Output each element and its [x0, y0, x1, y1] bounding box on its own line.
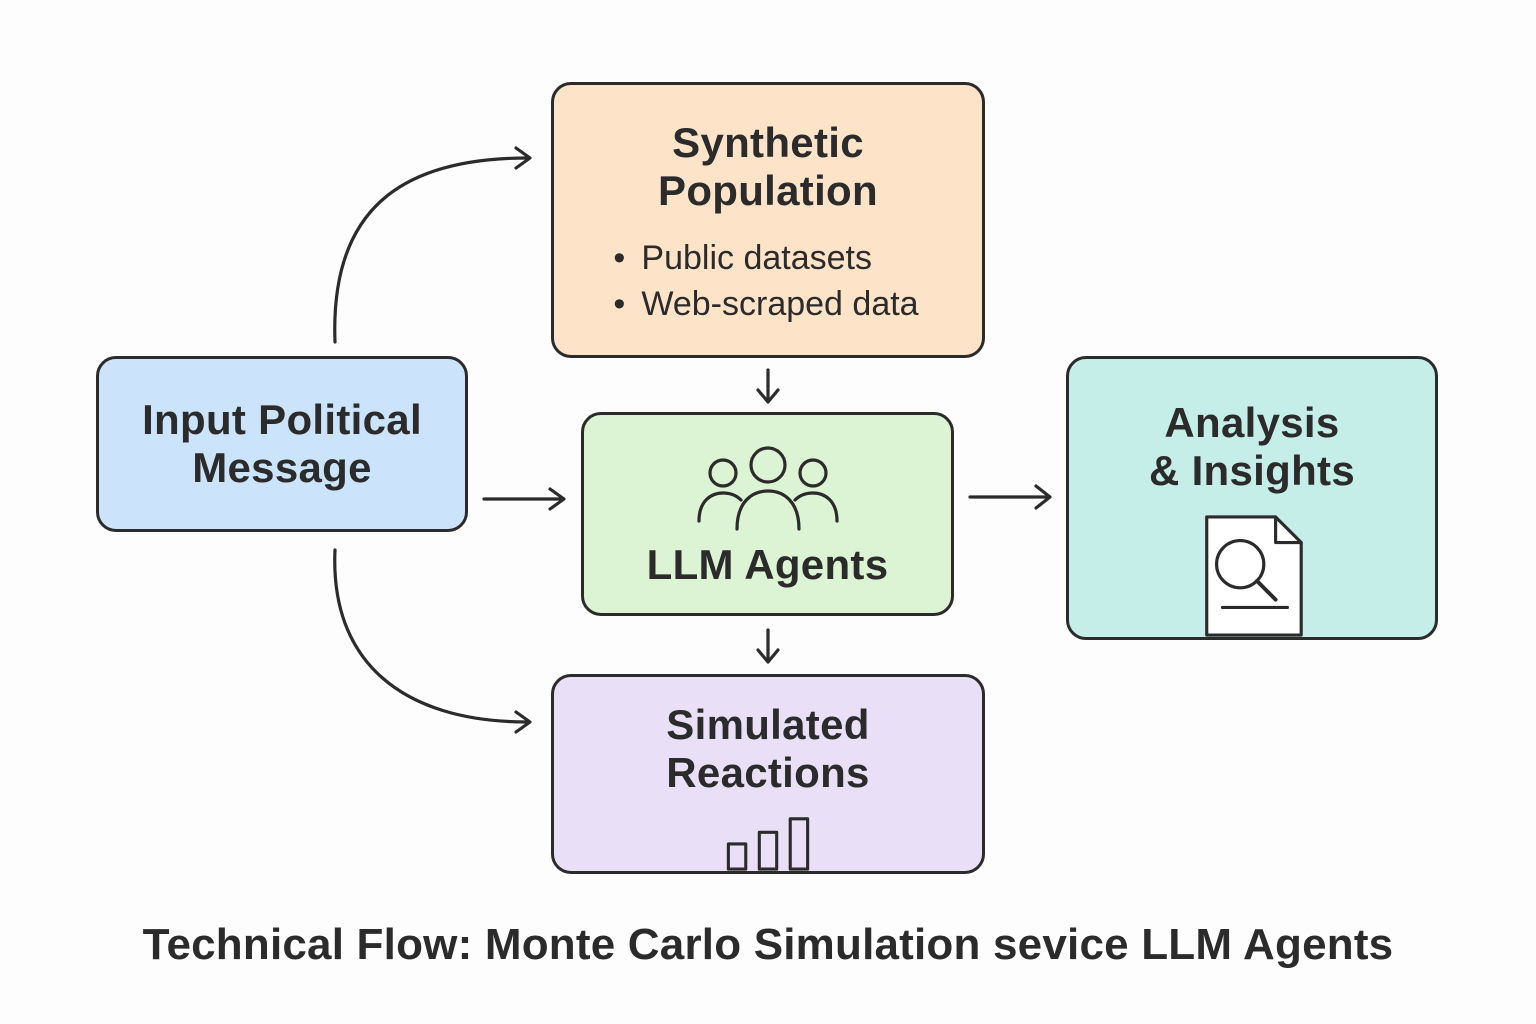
edge-population-to-agents: [756, 368, 780, 404]
node-input-political-message: Input Political Message: [96, 356, 468, 532]
node-analysis-title-line1: Analysis: [1164, 399, 1340, 446]
edge-input-to-reactions: [333, 548, 532, 734]
document-search-icon: [1205, 515, 1303, 637]
edge-agents-to-analysis: [968, 484, 1052, 510]
population-source-item: Web-scraped data: [617, 281, 918, 327]
node-reactions-title-line2: Reactions: [666, 749, 870, 796]
node-reactions-title-line1: Simulated: [666, 701, 870, 748]
node-analysis-title-line2: & Insights: [1148, 447, 1355, 494]
node-population-title-line1: Synthetic: [672, 119, 864, 166]
population-source-item: Public datasets: [617, 235, 918, 281]
edge-agents-to-reactions: [756, 628, 780, 664]
edge-input-to-population: [333, 146, 532, 344]
node-population-title-line2: Population: [658, 167, 878, 214]
node-input-title-line1: Input Political: [142, 396, 422, 443]
edge-input-to-agents: [482, 487, 566, 511]
bar-chart-icon: [726, 817, 810, 871]
node-analysis-insights: Analysis & Insights: [1066, 356, 1438, 640]
node-simulated-reactions: Simulated Reactions: [551, 674, 985, 874]
node-agents-title: LLM Agents: [646, 541, 889, 588]
population-source-list: Public datasets Web-scraped data: [617, 235, 918, 327]
node-llm-agents: LLM Agents: [581, 412, 954, 616]
node-input-title-line2: Message: [192, 444, 372, 491]
diagram-caption: Technical Flow: Monte Carlo Simulation s…: [142, 920, 1394, 969]
node-synthetic-population: Synthetic Population Public datasets Web…: [551, 82, 985, 358]
people-icon: [696, 446, 839, 531]
